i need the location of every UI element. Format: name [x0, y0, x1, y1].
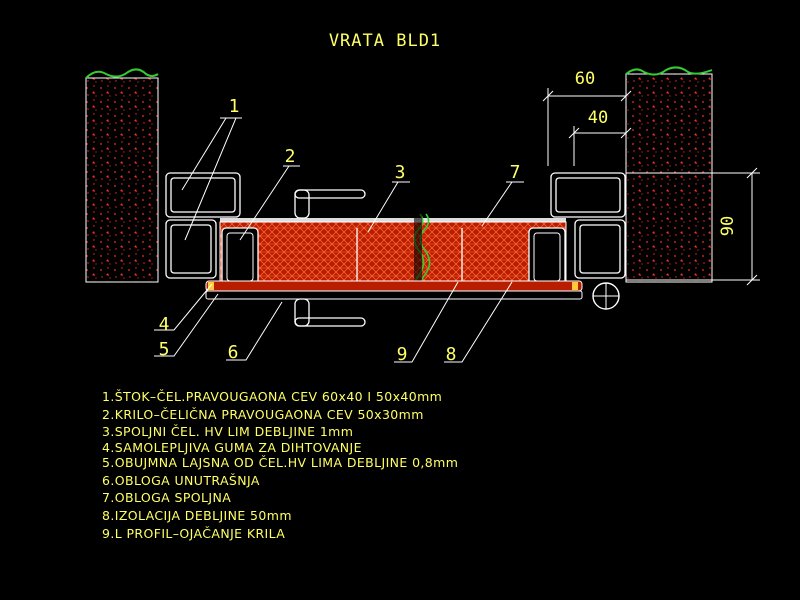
right-wall [625, 66, 713, 283]
legend-item-6: 6.OBLOGA UNUTRAŠNJA [102, 472, 260, 488]
callout-4: 4 [159, 314, 170, 335]
dimension-90-label: 90 [718, 216, 738, 236]
legend-item-4: 4.SAMOLEPLJIVA GUMA ZA DIHTOVANJE [102, 440, 362, 456]
callout-6: 6 [228, 342, 239, 363]
frame-tubes-left [165, 172, 241, 279]
legend-item-5: 5.OBUJMNA LAJSNA OD ČEL.HV LIMA DEBLJINE… [102, 455, 459, 471]
callout-8: 8 [446, 344, 457, 365]
hinge [592, 282, 620, 310]
legend: 1.ŠTOK–ČEL.PRAVOUGAONA CEV 60x40 I 50x40… [102, 388, 458, 543]
callout-1: 1 [229, 96, 240, 117]
dimension-40-label: 40 [588, 108, 608, 128]
left-wall [85, 68, 159, 283]
callout-9: 9 [397, 344, 408, 365]
callout-numbers: 1 2 3 7 4 5 6 9 8 [159, 96, 521, 365]
bottom-strip [205, 280, 583, 300]
legend-item-7: 7.OBLOGA SPOLJNA [102, 490, 232, 506]
callout-3: 3 [395, 162, 406, 183]
handle-inner [294, 298, 366, 327]
leader-lines [154, 117, 524, 363]
callout-7: 7 [510, 162, 521, 183]
dimension-90: 90 [626, 167, 760, 286]
dimension-40: 40 [568, 108, 632, 166]
drawing-title: VRATA BLD1 [329, 31, 441, 51]
handle-outer [294, 189, 366, 219]
dimension-60: 60 [542, 69, 632, 166]
legend-item-1: 1.ŠTOK–ČEL.PRAVOUGAONA CEV 60x40 I 50x40… [102, 389, 443, 404]
legend-item-9: 9.L PROFIL–OJAČANJE KRILA [102, 525, 286, 541]
callout-2: 2 [285, 146, 296, 167]
callout-5: 5 [159, 339, 170, 360]
legend-item-8: 8.IZOLACIJA DEBLJINE 50mm [102, 508, 292, 524]
legend-item-3: 3.SPOLJNI ČEL. HV LIM DEBLJINE 1mm [102, 424, 354, 440]
frame-tubes-right [550, 172, 626, 279]
door-leaf [219, 212, 567, 300]
dimension-60-label: 60 [575, 69, 595, 89]
legend-item-2: 2.KRILO–ČELIČNA PRAVOUGAONA CEV 50x30mm [102, 406, 424, 422]
